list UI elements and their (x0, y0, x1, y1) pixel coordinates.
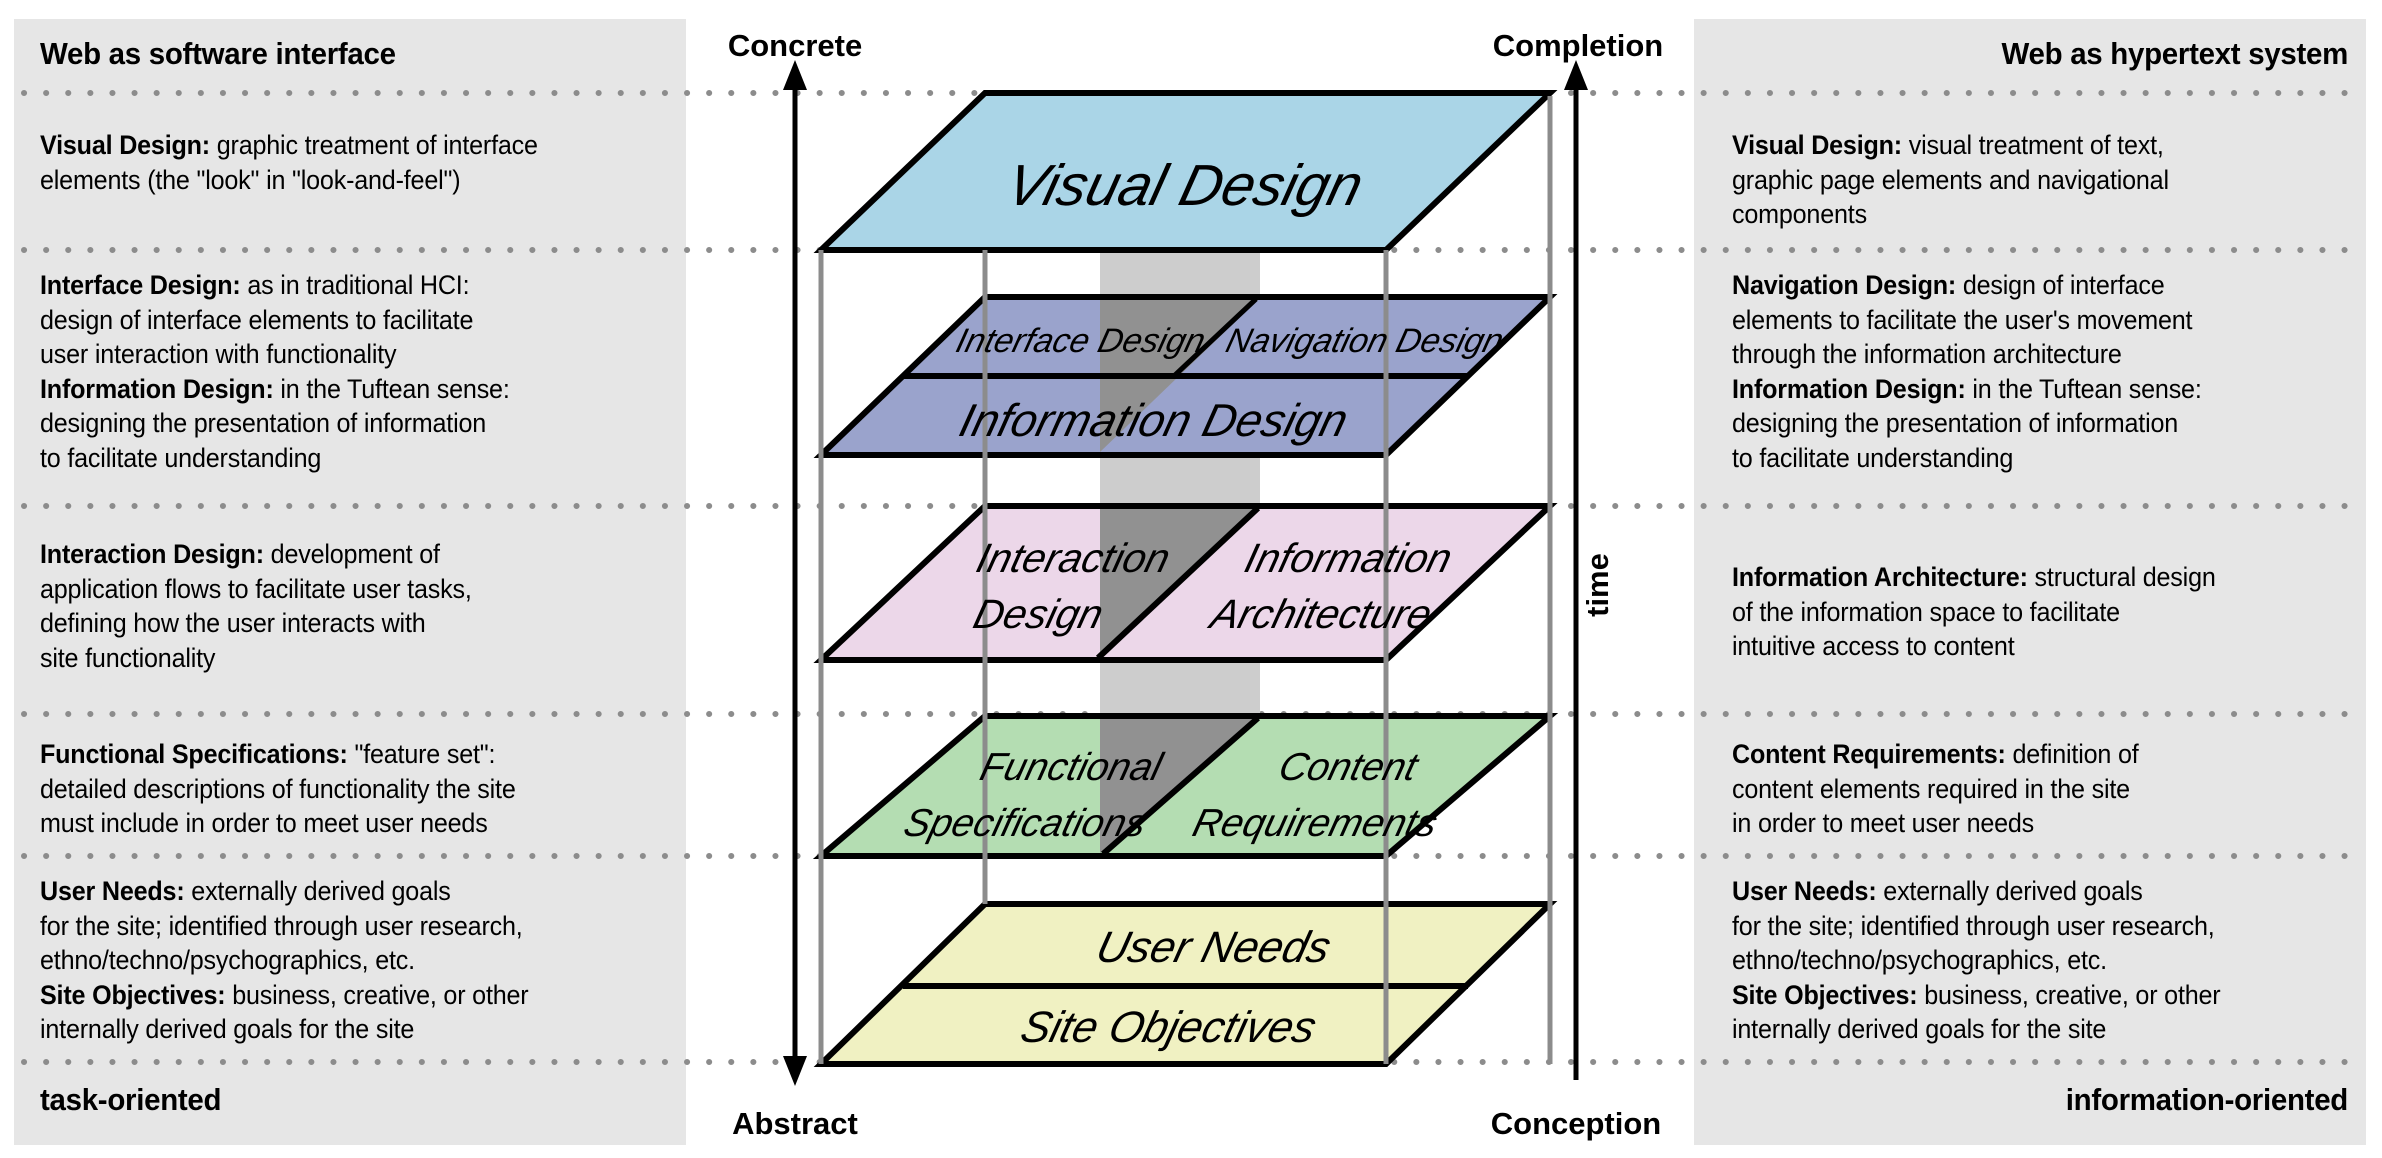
definition-block-information-architecture: Information Architecture: structural des… (1732, 562, 2216, 662)
arrow-up-icon (783, 60, 807, 90)
divider-diagonal (1095, 505, 1261, 661)
arrow-down-icon (783, 1056, 807, 1086)
label-content-requirements-line2: Requirements (1188, 802, 1442, 845)
axis-label-conception: Conception (1491, 1106, 1662, 1141)
right-panel-title: Web as hypertext system (2001, 36, 2349, 71)
plane-dividers (903, 297, 1468, 989)
dotted-separators (21, 90, 2363, 1065)
arrow-up-icon (1564, 60, 1588, 90)
divider-diagonal (1101, 715, 1260, 857)
label-navigation-design: Navigation Design (1222, 322, 1507, 359)
label-user-needs: User Needs (1091, 924, 1335, 972)
label-information-architecture-line1: Information (1240, 535, 1457, 581)
label-interaction-design-line1: Interaction (972, 535, 1175, 581)
label-information-architecture-line2: Architecture (1203, 591, 1436, 637)
definition-block-visual-design: Visual Design: visual treatment of text,… (1732, 130, 2169, 230)
label-interaction-design-line2: Design (969, 591, 1108, 637)
label-information-design: Information Design (955, 395, 1354, 446)
definition-block-functional-specifications: Functional Specifications: "feature set"… (40, 739, 516, 839)
label-functional-specifications-line2: Specifications (899, 802, 1150, 845)
label-interface-design: Interface Design (952, 322, 1209, 359)
label-site-objectives: Site Objectives (1016, 1004, 1321, 1052)
axis-label-time: time (1580, 553, 1615, 617)
axis-concrete-abstract (783, 60, 807, 1086)
scaffold-posts (818, 96, 1553, 1064)
axis-label-concrete: Concrete (728, 28, 862, 63)
axis-conception-completion (1564, 60, 1588, 1080)
left-panel-title: Web as software interface (40, 36, 396, 71)
right-panel-footer: information-oriented (2065, 1082, 2349, 1117)
right-panel (1694, 19, 2366, 1145)
axis-label-completion: Completion (1493, 28, 1664, 63)
left-panel-footer: task-oriented (40, 1082, 222, 1117)
divider-diagonal (1172, 297, 1258, 378)
axis-label-abstract: Abstract (732, 1106, 858, 1141)
label-content-requirements-line1: Content (1274, 746, 1423, 789)
label-functional-specifications-line1: Functional (976, 746, 1168, 789)
definition-block-interface-information-design: Interface Design: as in traditional HCI:… (40, 270, 510, 473)
left-panel (14, 19, 686, 1145)
definition-block-visual-design: Visual Design: graphic treatment of inte… (40, 130, 538, 195)
label-visual-design: Visual Design (1000, 154, 1369, 218)
